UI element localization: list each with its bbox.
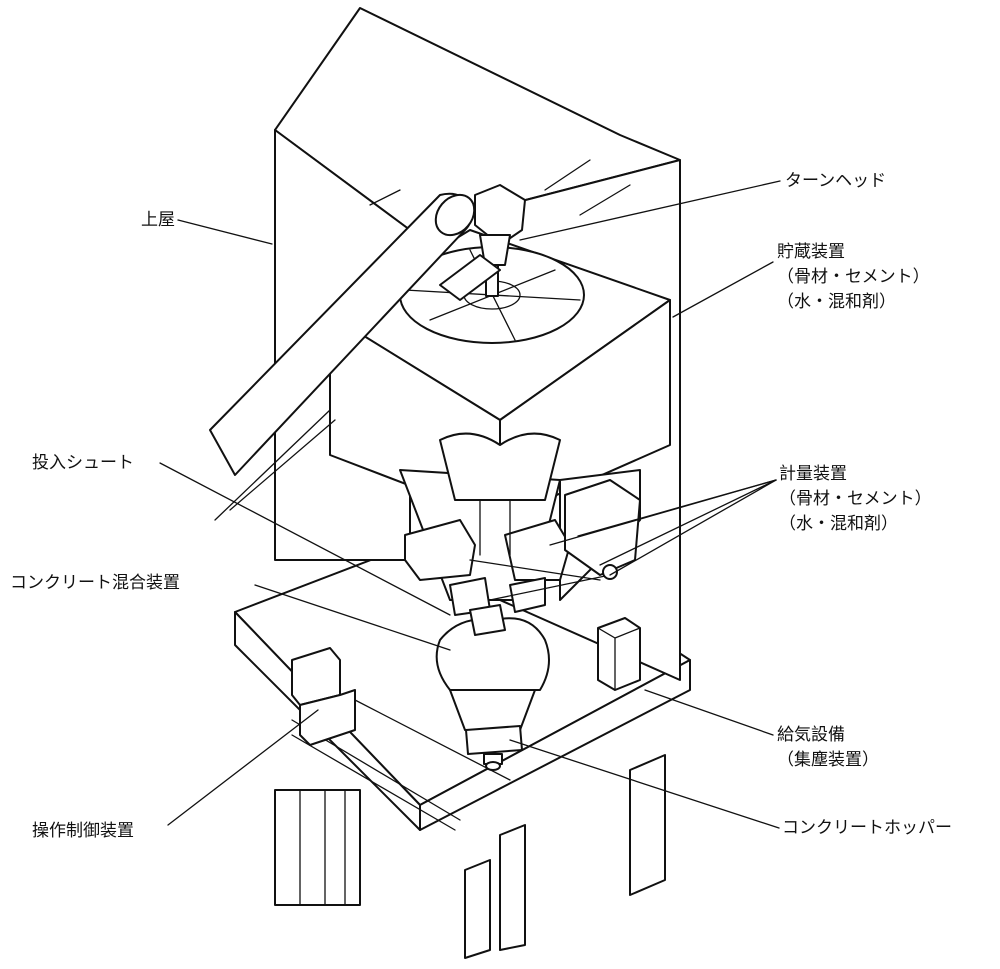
label-input-chute: 投入シュート	[32, 453, 134, 473]
label-weighing-line2: （水・混和剤）	[779, 514, 898, 534]
concrete-mixer	[435, 604, 550, 731]
label-storage-title: 貯蔵装置	[777, 242, 845, 262]
control-panel-unit	[291, 647, 356, 746]
label-roof: 上屋	[141, 210, 175, 230]
leader-lines	[159, 180, 781, 829]
label-storage-line1: （骨材・セメント）	[777, 267, 930, 287]
label-air-supply-line1: （集塵装置）	[777, 750, 879, 770]
label-storage-line2: （水・混和剤）	[777, 292, 896, 312]
concrete-hopper-unit	[465, 725, 523, 771]
weighing-units	[404, 432, 641, 616]
label-turn-head: ターンヘッド	[785, 171, 887, 191]
label-weighing-line1: （骨材・セメント）	[779, 489, 932, 509]
label-air-supply-title: 給気設備	[777, 725, 845, 745]
label-weighing-title: 計量装置	[779, 464, 847, 484]
input-chute-tube	[209, 192, 476, 521]
turn-head-unit	[439, 184, 526, 301]
label-control-device: 操作制御装置	[32, 821, 134, 841]
label-concrete-mixer: コンクリート混合装置	[10, 573, 180, 593]
air-supply-unit	[597, 617, 641, 691]
support-legs	[274, 754, 666, 959]
label-concrete-hopper: コンクリートホッパー	[782, 818, 952, 838]
